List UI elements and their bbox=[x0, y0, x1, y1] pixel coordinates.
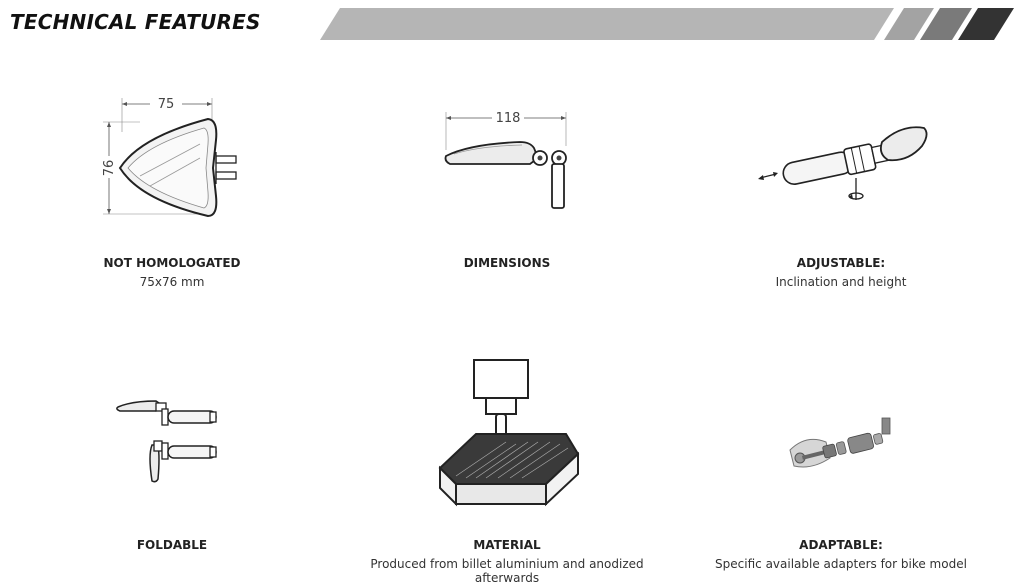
mirror-side-length-icon: 118 bbox=[444, 110, 567, 209]
feature-not-homologated: NOT HOMOLOGATED 75x76 mm bbox=[12, 256, 332, 289]
page-title: TECHNICAL FEATURES bbox=[10, 10, 261, 34]
feature-adaptable: ADAPTABLE: Specific available adapters f… bbox=[681, 538, 1001, 571]
length-dimension-label: 118 bbox=[496, 111, 521, 126]
feature-title: MATERIAL bbox=[473, 538, 541, 552]
mirror-adjustable-icon bbox=[758, 126, 928, 200]
feature-description: Produced from billet aluminium and anodi… bbox=[370, 557, 644, 585]
feature-title: NOT HOMOLOGATED bbox=[103, 256, 241, 270]
feature-title: FOLDABLE bbox=[136, 538, 208, 552]
header-stripe-banner bbox=[320, 8, 1014, 40]
feature-title: ADAPTABLE: bbox=[799, 538, 883, 552]
height-dimension-label: 76 bbox=[102, 160, 117, 177]
feature-title: DIMENSIONS bbox=[463, 256, 551, 270]
feature-description: 75x76 mm bbox=[139, 275, 205, 289]
feature-foldable: FOLDABLE bbox=[12, 538, 332, 557]
feature-description: Specific available adapters for bike mod… bbox=[715, 557, 967, 571]
feature-title: ADJUSTABLE: bbox=[796, 256, 886, 270]
feature-dimensions: DIMENSIONS bbox=[347, 256, 667, 275]
feature-description: Inclination and height bbox=[775, 275, 907, 289]
adapter-kit-icon bbox=[789, 417, 891, 468]
feature-adjustable: ADJUSTABLE: Inclination and height bbox=[681, 256, 1001, 289]
width-dimension-label: 75 bbox=[158, 97, 175, 112]
mirror-foldable-icon bbox=[116, 400, 217, 483]
mirror-outline-dimensions-icon: 75 76 bbox=[102, 96, 237, 218]
feature-material: MATERIAL Produced from billet aluminium … bbox=[347, 538, 667, 585]
cnc-milling-icon bbox=[438, 359, 580, 507]
